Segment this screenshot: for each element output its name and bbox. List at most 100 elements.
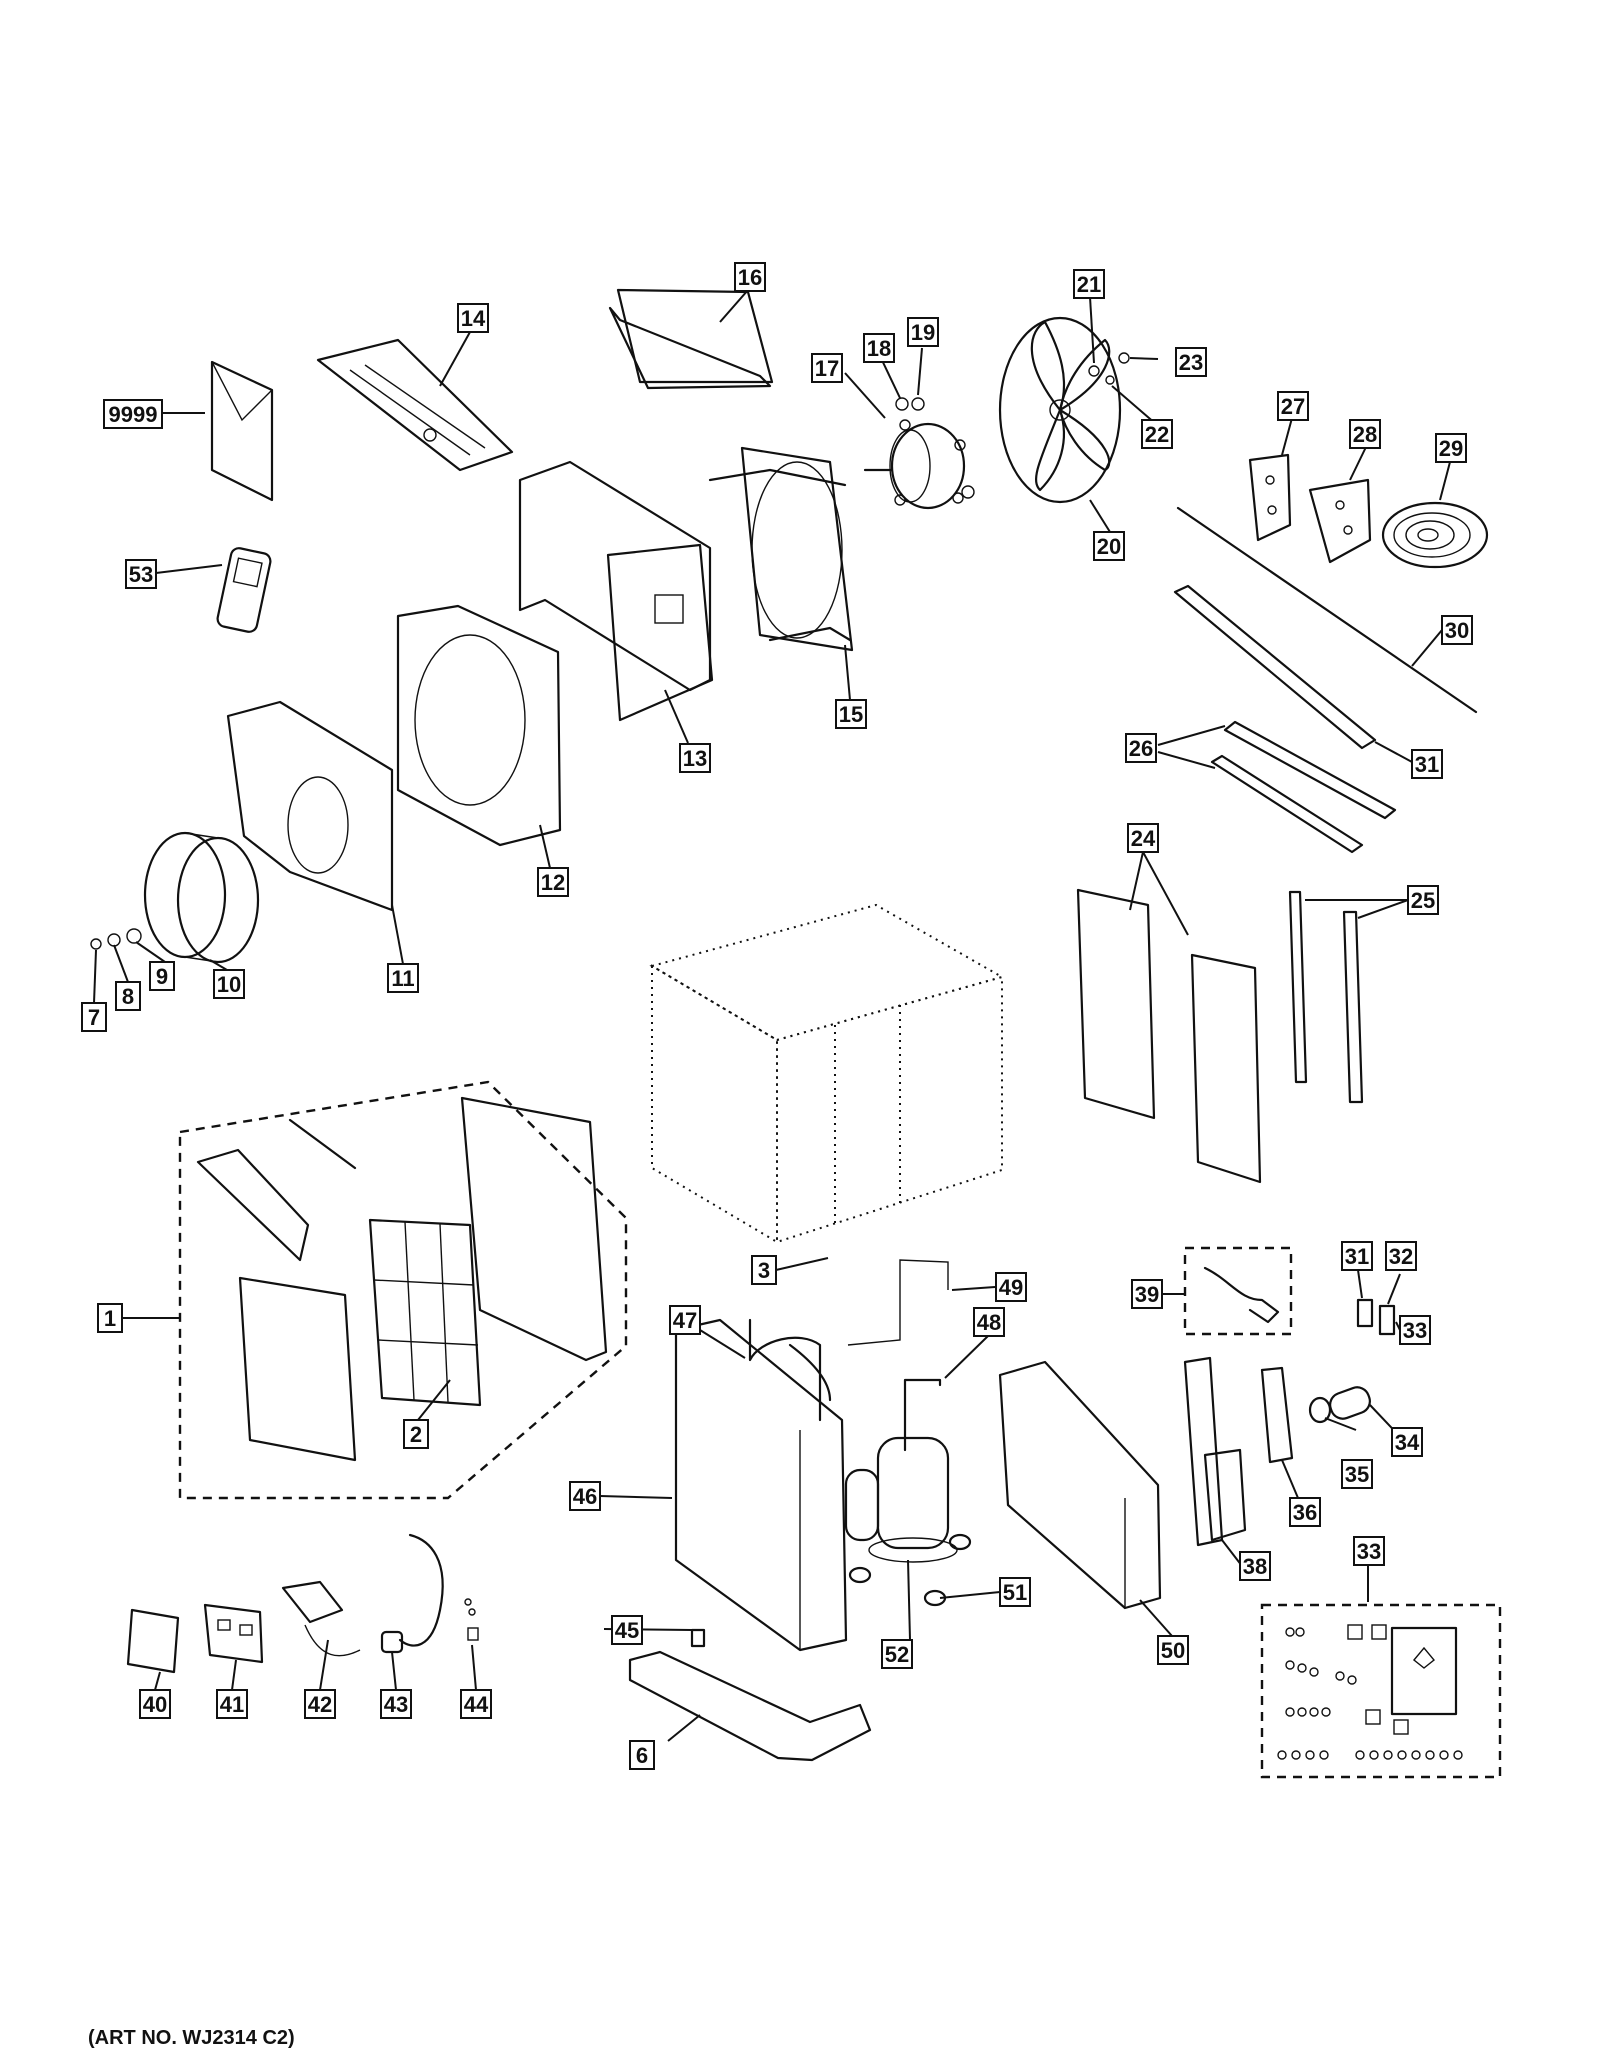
callout-11[interactable]: 11 — [387, 963, 419, 993]
svg-text:38: 38 — [1243, 1554, 1267, 1579]
svg-text:47: 47 — [673, 1308, 697, 1333]
part-53-remote-drawing — [216, 547, 272, 633]
part-26-angle-rails-drawing — [1210, 720, 1397, 854]
callout-49[interactable]: 49 — [995, 1272, 1027, 1302]
part-16-plate-drawing — [608, 288, 774, 390]
callout-50[interactable]: 50 — [1157, 1635, 1189, 1665]
part-1-front-panel-group — [178, 1080, 628, 1500]
callout-47[interactable]: 47 — [669, 1305, 701, 1335]
part-20-fan-blade-drawing — [998, 316, 1122, 504]
svg-text:35: 35 — [1345, 1462, 1369, 1487]
callout-10[interactable]: 10 — [213, 969, 245, 999]
callout-40[interactable]: 40 — [139, 1689, 171, 1719]
art-number: (ART NO. WJ2314 C2) — [88, 2027, 295, 2049]
svg-text:11: 11 — [391, 966, 414, 991]
callout-1[interactable]: 1 — [97, 1303, 123, 1333]
callout-32[interactable]: 32 — [1385, 1241, 1417, 1271]
callout-45[interactable]: 45 — [611, 1615, 643, 1645]
callout-25[interactable]: 25 — [1407, 885, 1439, 915]
callout-42[interactable]: 42 — [304, 1689, 336, 1719]
callout-22[interactable]: 22 — [1141, 419, 1173, 449]
part-31-32-switch-drawing — [1356, 1298, 1396, 1336]
svg-text:53: 53 — [129, 562, 153, 587]
part-40-label-drawing — [126, 1608, 180, 1674]
callout-53[interactable]: 53 — [125, 559, 157, 589]
callout-9[interactable]: 9 — [149, 961, 175, 991]
part-33-hardware-kit-group — [1260, 1603, 1502, 1779]
svg-text:39: 39 — [1135, 1282, 1159, 1307]
callout-33-kit[interactable]: 33 — [1353, 1536, 1385, 1566]
callout-46[interactable]: 46 — [569, 1481, 601, 1511]
callout-19[interactable]: 19 — [907, 317, 939, 347]
callout-33-top[interactable]: 33 — [1399, 1315, 1431, 1345]
callout-43[interactable]: 43 — [380, 1689, 412, 1719]
callout-13[interactable]: 13 — [679, 743, 711, 773]
callout-12[interactable]: 12 — [537, 867, 569, 897]
part-11-duct-drawing — [226, 700, 394, 912]
callout-15[interactable]: 15 — [835, 699, 867, 729]
svg-text:3: 3 — [758, 1258, 770, 1283]
callout-2[interactable]: 2 — [403, 1419, 429, 1449]
callout-28[interactable]: 28 — [1349, 419, 1381, 449]
svg-text:34: 34 — [1395, 1430, 1420, 1455]
part-18-19-hardware-drawing — [895, 397, 975, 504]
callout-44[interactable]: 44 — [460, 1689, 492, 1719]
callout-6[interactable]: 6 — [629, 1740, 655, 1770]
callout-17[interactable]: 17 — [811, 353, 843, 383]
callout-8[interactable]: 8 — [115, 981, 141, 1011]
callout-36[interactable]: 36 — [1289, 1497, 1321, 1527]
callout-51[interactable]: 51 — [999, 1577, 1031, 1607]
callout-34[interactable]: 34 — [1391, 1427, 1423, 1457]
svg-text:48: 48 — [977, 1310, 1001, 1335]
callout-18[interactable]: 18 — [863, 333, 895, 363]
svg-text:15: 15 — [839, 702, 863, 727]
svg-text:10: 10 — [217, 972, 241, 997]
callout-38[interactable]: 38 — [1239, 1551, 1271, 1581]
callout-16[interactable]: 16 — [734, 262, 766, 292]
callout-20[interactable]: 20 — [1093, 531, 1125, 561]
callout-9999[interactable]: 9999 — [103, 399, 163, 429]
part-52-compressor-drawing — [844, 1436, 958, 1563]
svg-text:46: 46 — [573, 1484, 597, 1509]
svg-text:29: 29 — [1439, 436, 1463, 461]
svg-text:19: 19 — [911, 320, 935, 345]
callout-48[interactable]: 48 — [973, 1307, 1005, 1337]
callout-29[interactable]: 29 — [1435, 433, 1467, 463]
callout-7[interactable]: 7 — [81, 1002, 107, 1032]
svg-text:2: 2 — [410, 1422, 422, 1447]
svg-text:27: 27 — [1281, 394, 1305, 419]
callout-24[interactable]: 24 — [1127, 823, 1159, 853]
callout-14[interactable]: 14 — [457, 303, 489, 333]
cabinet-outline-drawing — [649, 903, 1005, 1244]
callout-31-bottom[interactable]: 31 — [1341, 1241, 1373, 1271]
part-6-base-pan-drawing — [628, 1650, 872, 1762]
part-47-tubing-drawing — [748, 1318, 832, 1422]
part-36-board-drawing — [1260, 1366, 1294, 1464]
part-39-cable-group — [1183, 1246, 1293, 1336]
callout-23[interactable]: 23 — [1175, 347, 1207, 377]
svg-text:33: 33 — [1403, 1318, 1427, 1343]
svg-text:30: 30 — [1445, 618, 1469, 643]
part-17-fan-motor-drawing — [863, 419, 966, 510]
callout-35[interactable]: 35 — [1341, 1459, 1373, 1489]
callout-3[interactable]: 3 — [751, 1255, 777, 1285]
part-21-23-hardware-drawing — [1088, 352, 1130, 385]
svg-text:33: 33 — [1357, 1539, 1381, 1564]
callout-21[interactable]: 21 — [1073, 269, 1105, 299]
callout-26[interactable]: 26 — [1125, 733, 1157, 763]
callout-52[interactable]: 52 — [881, 1639, 913, 1669]
part-46-coil-drawing — [674, 1318, 848, 1652]
part-15-fan-shroud-drawing — [708, 446, 854, 652]
part-48-tube-drawing — [903, 1378, 942, 1452]
callout-30[interactable]: 30 — [1441, 615, 1473, 645]
callout-27[interactable]: 27 — [1277, 391, 1309, 421]
callout-31-top[interactable]: 31 — [1411, 749, 1443, 779]
svg-text:32: 32 — [1389, 1244, 1413, 1269]
svg-text:6: 6 — [636, 1743, 648, 1768]
svg-text:22: 22 — [1145, 422, 1169, 447]
part-45-clip-drawing — [690, 1628, 706, 1648]
part-43-power-cord-drawing — [380, 1533, 444, 1654]
callout-39[interactable]: 39 — [1131, 1279, 1163, 1309]
svg-text:44: 44 — [464, 1692, 489, 1717]
callout-41[interactable]: 41 — [216, 1689, 248, 1719]
